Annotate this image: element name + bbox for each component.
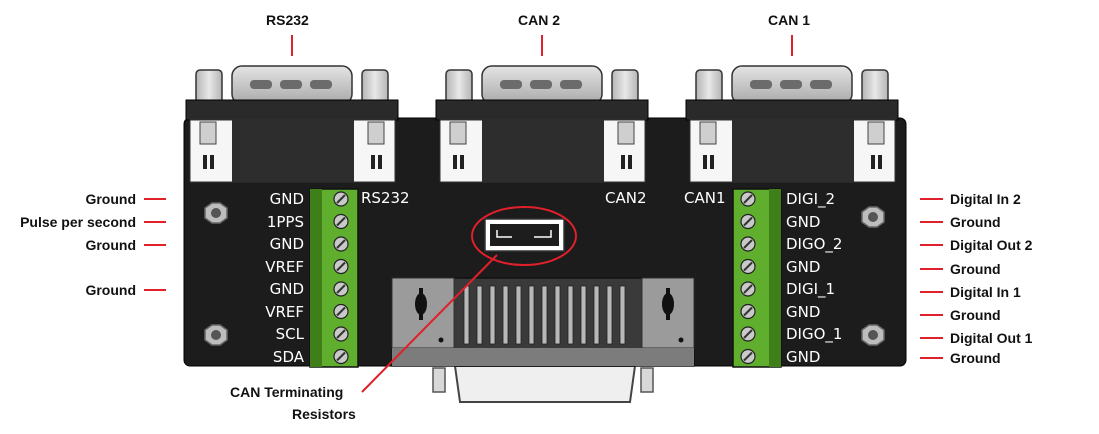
screw-slot (336, 194, 346, 204)
db25-pin (606, 285, 613, 345)
right-pin-label: GND (786, 348, 821, 366)
left-pin-label: VREF (265, 303, 304, 321)
left-pin-label: VREF (265, 258, 304, 276)
right-callout: Ground (950, 307, 1001, 323)
rs232-tag: RS232 (361, 189, 410, 207)
screw-slot (336, 284, 346, 294)
can1-tag: CAN1 (684, 189, 726, 207)
left-pin-label: 1PPS (266, 213, 304, 231)
db25-pin (502, 285, 509, 345)
right-pin-label: DIGO_1 (786, 325, 843, 343)
callout-lines (144, 35, 943, 393)
screw-slot (336, 216, 346, 227)
rs232-db9-connector (185, 65, 399, 183)
mounting-hole (861, 324, 885, 346)
terminating-resistor-callout-line1: CAN Terminating (230, 384, 344, 400)
left-callout-ground: Ground (85, 191, 136, 207)
right-callout: Digital In 2 (950, 191, 1021, 207)
right-pin-label: DIGI_1 (786, 280, 836, 298)
rs232-title: RS232 (266, 12, 309, 28)
right-terminal-block (732, 188, 782, 368)
db25-pin (619, 285, 626, 345)
screw-slot (336, 239, 346, 249)
screw-slot (743, 261, 753, 272)
right-callout: Digital Out 2 (950, 237, 1033, 253)
db25-pin (593, 285, 600, 345)
can2-title: CAN 2 (518, 12, 561, 28)
screw-slot (743, 351, 753, 362)
left-terminal-block (309, 188, 359, 368)
can-terminating-switch (471, 206, 577, 266)
right-pin-label: DIGO_2 (786, 235, 843, 253)
screw-slot (743, 239, 753, 249)
db25-pin (541, 285, 548, 345)
screw-slot (743, 194, 753, 204)
db25-pin (567, 285, 574, 345)
can1-db9-connector (685, 65, 899, 183)
screw-slot (743, 329, 753, 339)
mounting-hole (861, 206, 885, 228)
db25-bottom-shell (432, 365, 654, 403)
right-pin-label: GND (786, 213, 821, 231)
db25-pin (580, 285, 587, 345)
left-pin-label: SCL (275, 325, 304, 343)
right-pin-label: GND (786, 258, 821, 276)
right-pin-label: DIGI_2 (786, 190, 836, 208)
can2-db9-connector (435, 65, 649, 183)
right-callout: Ground (950, 350, 1001, 366)
can1-title: CAN 1 (768, 12, 811, 28)
right-callout: Ground (950, 214, 1001, 230)
right-callout: Ground (950, 261, 1001, 277)
screw-slot (743, 284, 753, 294)
mounting-hole (204, 202, 228, 224)
screw-slot (336, 351, 346, 362)
db25-pin (554, 285, 561, 345)
right-callout: Digital Out 1 (950, 330, 1033, 346)
db25-pin (489, 285, 496, 345)
db25-pin (528, 285, 535, 345)
screw-slot (336, 261, 346, 272)
screw-slot (336, 329, 346, 339)
left-pin-label: GND (269, 280, 304, 298)
right-pin-label: GND (786, 303, 821, 321)
mounting-hole (204, 324, 228, 346)
left-pin-label: GND (269, 190, 304, 208)
db25-pin (515, 285, 522, 345)
left-pin-label: SDA (272, 348, 304, 366)
left-callout-pps: Pulse per second (20, 214, 136, 230)
db25-connector (391, 277, 695, 367)
db25-pin (476, 285, 483, 345)
screw-slot (336, 306, 346, 317)
screw-slot (743, 216, 753, 227)
db25-pin (463, 285, 470, 345)
right-callout: Digital In 1 (950, 284, 1021, 300)
left-callout-ground: Ground (85, 282, 136, 298)
left-callout-ground: Ground (85, 237, 136, 253)
left-pin-label: GND (269, 235, 304, 253)
screw-slot (743, 306, 753, 317)
can2-tag: CAN2 (605, 189, 647, 207)
terminating-resistor-callout-line2: Resistors (292, 406, 356, 422)
